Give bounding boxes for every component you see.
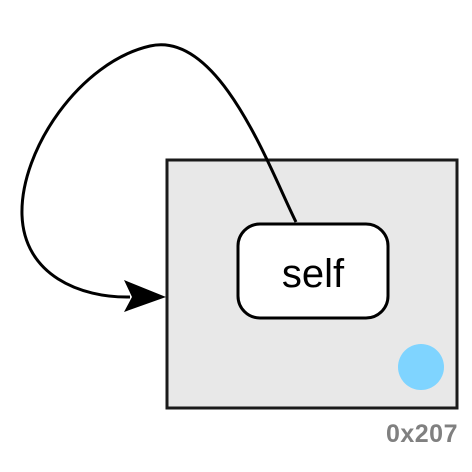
self-field-label: self [282, 252, 345, 296]
blue-dot-icon [398, 344, 444, 390]
arrowhead-icon [124, 280, 166, 312]
self-reference-arrow [20, 43, 298, 299]
self-field-pill[interactable] [236, 222, 390, 320]
object-address: 0x207 [385, 420, 458, 448]
